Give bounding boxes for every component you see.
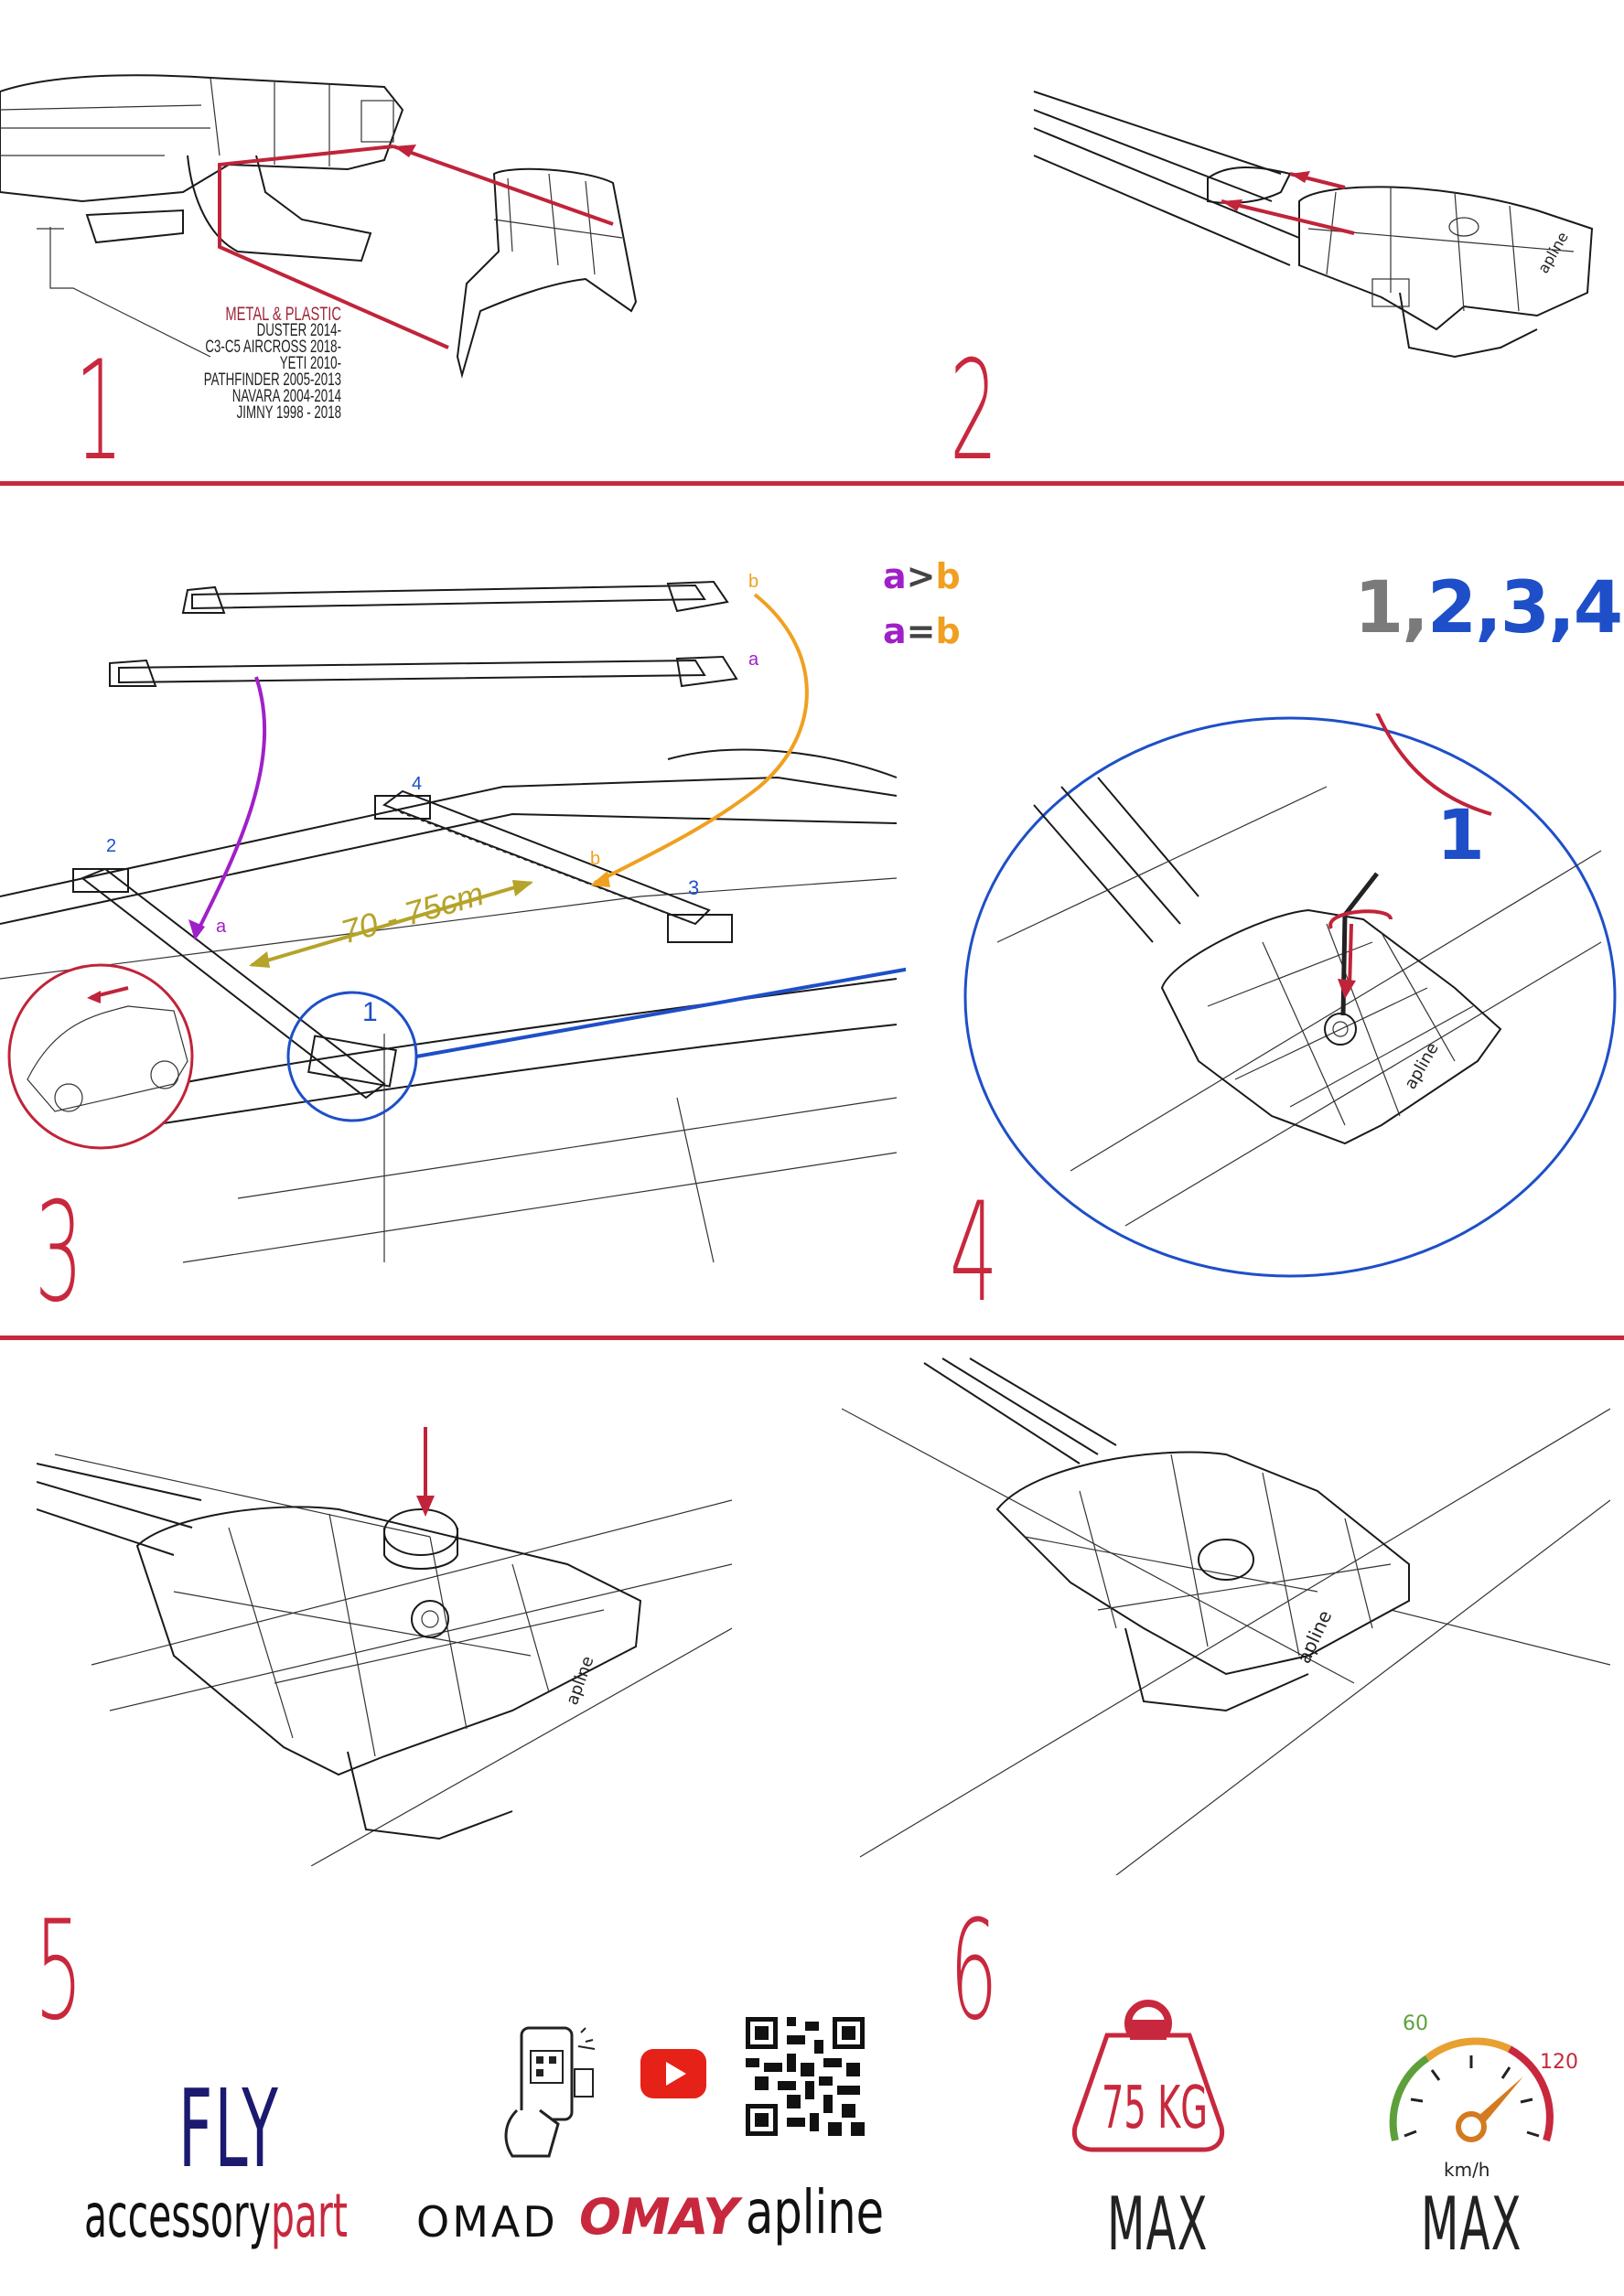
weight-label: 75 KG: [1102, 2075, 1209, 2142]
rule2-op: =: [906, 611, 936, 651]
label-b-car: b: [590, 849, 601, 869]
apline-logo: apline: [746, 2177, 885, 2248]
brand-mark-2: apline: [1534, 229, 1572, 276]
panel-1-illustration: [0, 74, 638, 379]
section-divider-top: [0, 481, 1624, 486]
omay-logo: OMAY: [579, 2188, 739, 2246]
label-a-car: a: [216, 917, 227, 937]
model-c3-c5: C3-C5 AIRCROSS 2018-: [205, 338, 341, 357]
weight-icon: [1071, 2000, 1225, 2152]
rule-a-greater-b: a>b: [883, 556, 961, 596]
crossbar-b: [181, 580, 729, 614]
step-number-5: 5: [35, 1892, 83, 2051]
youtube-icon[interactable]: [640, 2049, 706, 2098]
position-1: 1: [362, 997, 378, 1027]
rule1-b: b: [935, 556, 961, 596]
panel-5-illustration: apline: [37, 1427, 732, 1866]
rule1-op: >: [906, 556, 936, 596]
rule2-a: a: [883, 611, 907, 651]
max-weight-label: MAX: [1107, 2182, 1209, 2267]
rule-a-equals-b: a=b: [883, 611, 961, 651]
label-b-top: b: [748, 572, 759, 592]
model-pathfinder: PATHFINDER 2005-2013: [203, 370, 341, 390]
compatibility-list: METAL & PLASTIC DUSTER 2014- C3-C5 AIRCR…: [102, 304, 341, 423]
material-label: METAL & PLASTIC: [225, 304, 341, 325]
sequence-gray: 1,: [1354, 567, 1429, 649]
section-divider-middle: [0, 1336, 1624, 1340]
step-number-4: 4: [950, 1174, 998, 1333]
panel-6-illustration: apline: [842, 1357, 1610, 1875]
phone-scan-icon: [504, 2026, 596, 2158]
accessorypart-logo: accessorypart: [84, 2181, 348, 2251]
part-word: part: [270, 2181, 348, 2251]
turn-count: 1: [1436, 794, 1485, 875]
step-number-1: 1: [75, 332, 124, 491]
position-3: 3: [688, 876, 700, 899]
panel-4-illustration: apline: [963, 713, 1617, 1278]
brand-mark-6: apline: [1293, 1607, 1337, 1667]
fly-logo: FLY: [178, 2065, 281, 2192]
panel-2-illustration: apline: [1033, 91, 1594, 359]
rule1-a: a: [883, 556, 907, 596]
panel-3-illustration: [0, 580, 906, 1263]
rule2-b: b: [935, 611, 961, 651]
position-2: 2: [106, 836, 117, 856]
brand-mark-5: apline: [563, 1654, 598, 1708]
tightening-sequence: 1,2,3,4: [1354, 567, 1623, 649]
speed-max-label: 120: [1540, 2051, 1578, 2074]
position-4: 4: [412, 774, 423, 794]
speed-unit-label: km/h: [1444, 2159, 1490, 2181]
model-yeti: YETI 2010-: [279, 354, 341, 373]
qr-code[interactable]: [746, 2017, 865, 2136]
step-number-3: 3: [35, 1174, 83, 1333]
model-duster: DUSTER 2014-: [256, 321, 341, 340]
omad-logo: OMAD: [416, 2197, 558, 2247]
accessory-word: accessory: [84, 2181, 271, 2251]
model-navara: NAVARA 2004-2014: [231, 387, 341, 406]
step-number-6: 6: [950, 1892, 998, 2051]
model-jimny: JIMNY 1998 - 2018: [236, 403, 341, 423]
speedometer-icon: [1389, 2037, 1554, 2142]
label-a-top: a: [748, 649, 759, 670]
speed-min-label: 60: [1403, 2012, 1428, 2035]
crossbar-a: [109, 655, 738, 688]
max-speed-label: MAX: [1421, 2182, 1522, 2267]
sequence-blue: 2,3,4: [1426, 567, 1623, 649]
step-number-2: 2: [950, 332, 998, 491]
